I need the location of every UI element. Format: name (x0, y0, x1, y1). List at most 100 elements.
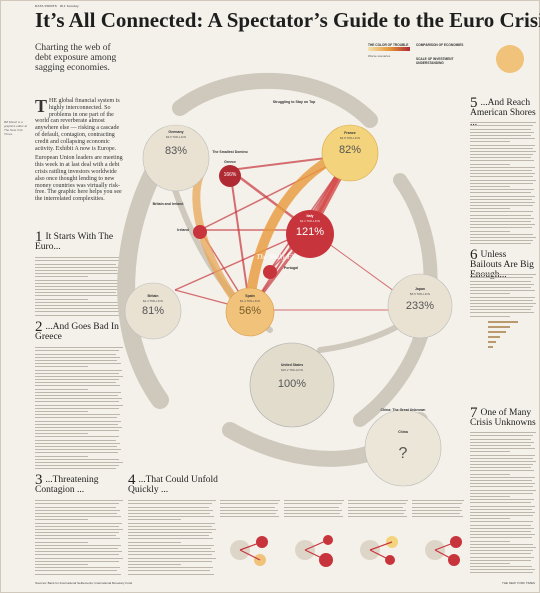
text-line (128, 519, 181, 521)
text-line (470, 286, 532, 288)
trouble-gradient (368, 47, 410, 51)
text-line (470, 224, 535, 226)
text-line (470, 154, 534, 156)
text-line (35, 276, 88, 278)
france-pct: 82% (338, 144, 362, 156)
text-line (128, 538, 214, 540)
text-line (35, 449, 122, 451)
bar-row (478, 325, 526, 329)
text-line (35, 563, 88, 565)
text-line (35, 279, 123, 281)
text-line (35, 372, 119, 374)
text-line (128, 570, 210, 572)
text-line (470, 483, 536, 485)
bailout-bar-table (478, 320, 526, 350)
text-line (35, 506, 116, 508)
mini-diagram-1 (230, 536, 268, 566)
text-line (412, 516, 463, 518)
text-line (35, 369, 123, 371)
britain-pct: 81% (141, 305, 165, 317)
text-line (128, 563, 181, 565)
text-line (470, 147, 533, 149)
us-gdp: $15.2 TRILLION (281, 368, 303, 372)
text-line (128, 528, 216, 530)
ireland-name: Ireland (177, 228, 189, 232)
text-line (470, 467, 531, 469)
text-line (35, 353, 116, 355)
text-line (470, 221, 532, 222)
text-line (470, 476, 535, 478)
portugal-circle (263, 265, 277, 279)
text-line (470, 280, 531, 282)
text-line (35, 379, 120, 381)
text-line (470, 524, 531, 526)
text-line (35, 269, 117, 271)
text-line (35, 298, 88, 300)
text-line (470, 290, 535, 292)
text-line (470, 182, 534, 184)
text-line (470, 562, 510, 564)
greece-circle (219, 165, 241, 187)
text-line (470, 138, 535, 140)
ireland-circle (193, 225, 207, 239)
text-line (470, 315, 510, 317)
text-line (35, 285, 123, 287)
text-line (220, 509, 279, 511)
text-line (470, 125, 534, 127)
text-line (128, 548, 211, 549)
text-line (35, 257, 123, 259)
spain-pct: 56% (238, 305, 262, 317)
mini-diagram-3 (360, 536, 398, 565)
text-line (470, 214, 531, 216)
text-line (220, 506, 276, 508)
text-line (35, 548, 118, 549)
text-line (470, 543, 533, 545)
text-line (128, 500, 216, 502)
text-line (128, 512, 210, 514)
text-line (35, 398, 123, 400)
text-line (35, 519, 88, 521)
text-line (470, 451, 510, 453)
text-line (128, 541, 181, 543)
source-note: Sources: Bank for International Settleme… (35, 581, 133, 585)
text-line (35, 407, 120, 409)
bar-row (478, 335, 526, 339)
text-line (470, 492, 534, 494)
text-line (470, 464, 534, 466)
mini-diagrams (230, 535, 462, 567)
text-line (470, 189, 535, 191)
text-line (470, 457, 533, 459)
text-line (35, 522, 123, 524)
text-line (35, 363, 122, 365)
text-line (470, 296, 536, 298)
intro-paragraph-1: HE global financial system is highly int… (35, 98, 120, 152)
bar-row (478, 330, 526, 334)
section-3-body (35, 498, 123, 576)
text-line (470, 227, 533, 229)
text-line (128, 506, 209, 508)
text-line (470, 195, 535, 197)
text-line (470, 454, 536, 456)
bar-row (478, 340, 526, 344)
text-line (35, 395, 118, 396)
text-line (412, 509, 463, 511)
text-line (35, 382, 116, 384)
text-line (470, 566, 533, 568)
text-line (128, 535, 209, 537)
text-line (35, 350, 120, 352)
text-line (35, 433, 88, 435)
intro-paragraph-2: European Union leaders are meeting this … (35, 155, 123, 203)
legend-sample-circle (496, 45, 524, 73)
arc-britain-germany (117, 151, 169, 409)
text-line (284, 503, 342, 505)
us-name: United States (280, 363, 304, 367)
bar-row (478, 345, 526, 349)
text-line (470, 274, 536, 276)
text-line (35, 436, 120, 438)
britain-circle (124, 282, 182, 340)
text-line (220, 500, 280, 502)
text-line (35, 516, 122, 518)
section-7-body (470, 430, 536, 575)
